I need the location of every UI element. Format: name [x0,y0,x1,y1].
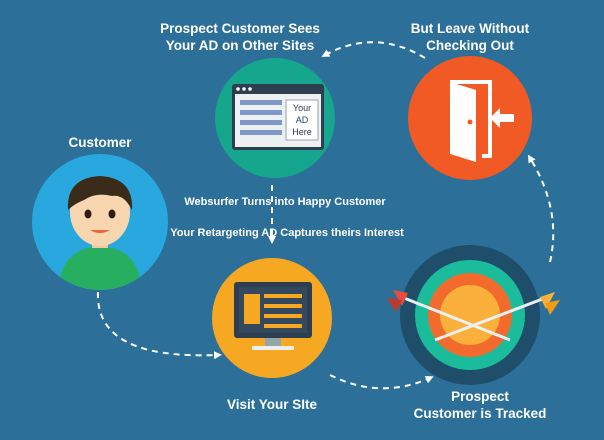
websurfer-happy-label: Websurfer Turns into Happy Customer [184,196,386,208]
connector-arrows [96,41,555,390]
retargeting-captures-label: Your Retargeting AD Captures theirs Inte… [170,227,404,239]
customer-node [32,154,168,290]
ad-placeholder-text: Your AD Here [292,103,312,137]
arrow-customer-to-visit [96,291,222,360]
target-arrows-icon [387,260,560,370]
visit-site-label: Visit Your SIte [226,397,318,412]
person-avatar-icon [58,176,142,290]
visit-node [212,258,332,378]
arrow-visit-to-tracked [329,374,434,390]
leave-without-checkout-label: But Leave Without Checking Out [410,21,530,53]
customer-label: Customer [68,135,132,150]
customer-tracked-label: Prospect Customer is Tracked [413,389,547,421]
arrow-exit-to-ad [321,41,426,59]
exit-node [408,56,532,180]
prospect-sees-ad-label: Prospect Customer Sees Your AD on Other … [160,21,320,53]
arrow-tracked-to-exit [527,154,555,263]
desktop-monitor-icon [234,282,312,350]
ad-node [215,58,335,178]
browser-ad-icon [232,84,324,150]
exit-door-icon [450,80,514,162]
tracked-node [387,245,560,385]
